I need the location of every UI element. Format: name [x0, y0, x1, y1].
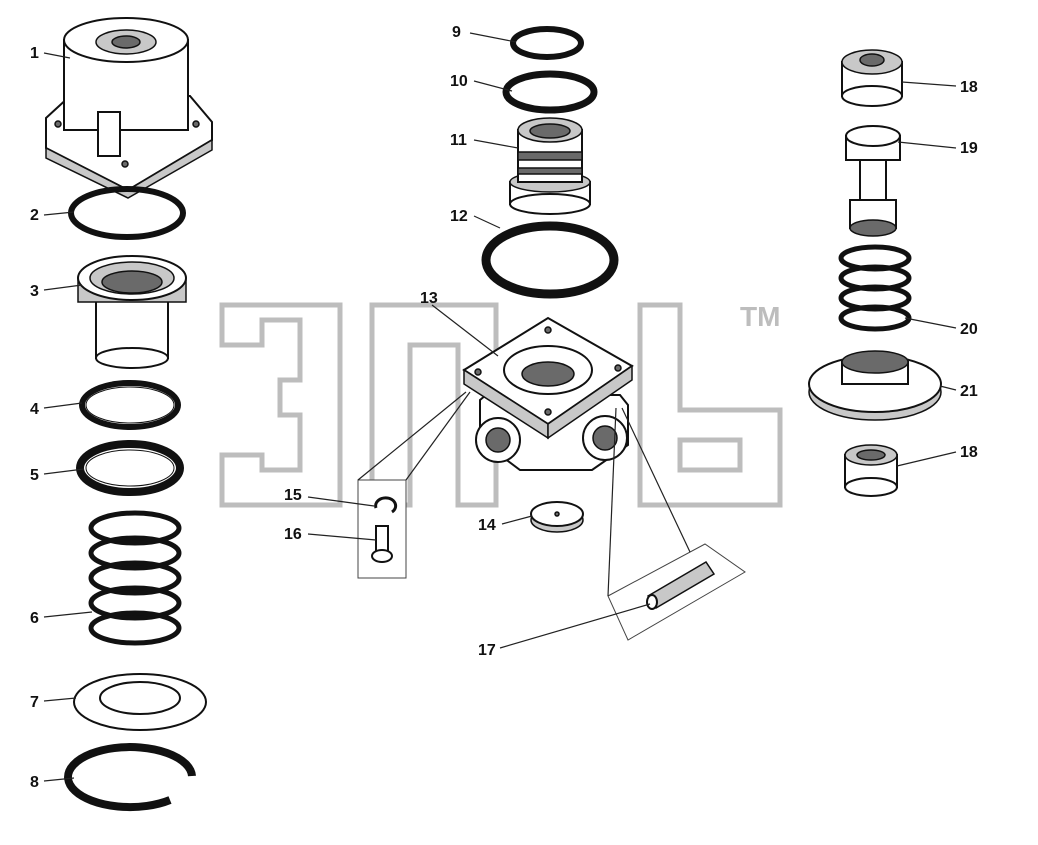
callout-12: 12 — [450, 208, 468, 225]
callout-labels: 1 2 3 4 5 6 7 8 9 10 11 12 13 14 15 16 1… — [30, 24, 978, 791]
part-1-housing-cover — [45, 17, 213, 199]
part-2-o-ring — [68, 186, 186, 240]
callout-19: 19 — [960, 140, 978, 157]
callout-17: 17 — [478, 642, 496, 659]
callout-21: 21 — [960, 383, 978, 400]
part-14-disc — [530, 501, 584, 533]
callout-4: 4 — [30, 401, 39, 418]
callout-9: 9 — [452, 24, 461, 41]
part-6-spring — [88, 510, 182, 646]
part-18-nut-top — [841, 49, 903, 107]
callout-11: 11 — [450, 132, 467, 149]
detail-box-screw — [357, 391, 471, 579]
part-18-nut-bottom — [844, 444, 898, 497]
leader-lines — [43, 32, 957, 782]
callout-14: 14 — [478, 517, 496, 534]
part-9-o-ring — [510, 26, 584, 60]
part-11-bushing — [509, 117, 591, 215]
callout-7: 7 — [30, 694, 39, 711]
callout-6: 6 — [30, 610, 39, 627]
part-5-ring — [76, 440, 184, 496]
callout-13: 13 — [420, 290, 438, 307]
part-19-plunger — [845, 125, 901, 237]
callout-8: 8 — [30, 774, 39, 791]
callout-16: 16 — [284, 526, 302, 543]
callout-15: 15 — [284, 487, 302, 504]
trademark-symbol: TM — [740, 301, 780, 332]
part-21-collar-washer — [808, 350, 942, 421]
part-10-o-ring — [502, 70, 598, 114]
callout-2: 2 — [30, 207, 39, 224]
part-4-ring — [79, 380, 181, 430]
callout-10: 10 — [450, 73, 468, 90]
part-8-split-ring — [64, 743, 196, 812]
callout-18-top: 18 — [960, 79, 978, 96]
part-7-washer — [73, 673, 207, 731]
callout-20: 20 — [960, 321, 978, 338]
part-3-sleeve — [77, 255, 187, 369]
part-13-valve-body — [462, 316, 634, 471]
callout-5: 5 — [30, 467, 39, 484]
detail-box-stud — [607, 407, 746, 641]
callout-1: 1 — [30, 45, 39, 62]
callout-3: 3 — [30, 283, 39, 300]
part-20-spring — [838, 244, 912, 332]
part-12-o-ring — [481, 221, 619, 299]
callout-18-bottom: 18 — [960, 444, 978, 461]
